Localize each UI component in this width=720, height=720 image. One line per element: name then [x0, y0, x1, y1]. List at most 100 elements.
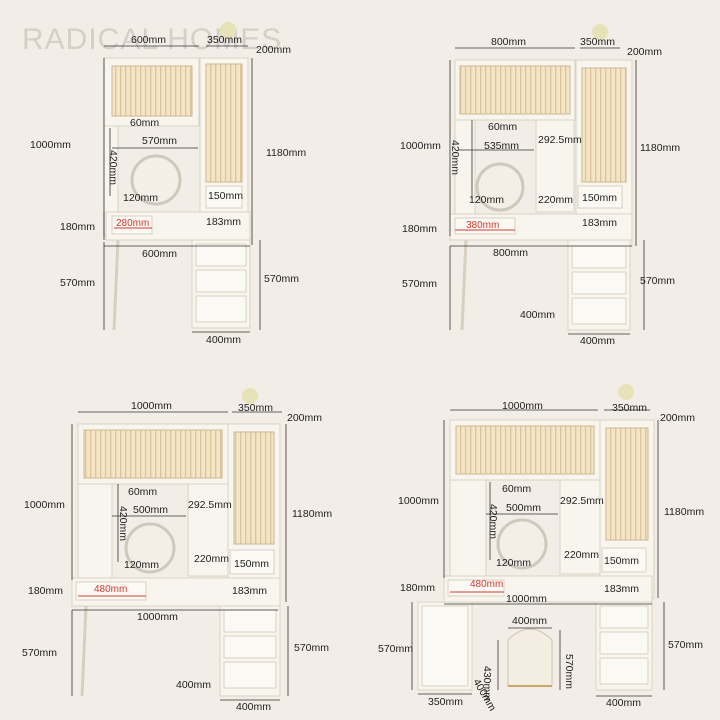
left-cabinet-height-label: 570mm: [378, 643, 413, 655]
depth-label: 200mm: [256, 44, 291, 56]
top-width-label: 800mm: [491, 36, 526, 48]
inner-width-label: 500mm: [133, 504, 168, 516]
drawer-3: [195, 295, 247, 323]
desk-width-label: 600mm: [142, 248, 177, 260]
leg-height-label: 570mm: [402, 278, 437, 290]
cabinet-width-label: 400mm: [580, 335, 615, 347]
desk-height-label: 180mm: [400, 582, 435, 594]
desk-drawer: [111, 215, 153, 235]
mirror-height-label: 420mm: [107, 150, 119, 185]
cabinet-height-label: 570mm: [668, 639, 703, 651]
tower-drawer-label: 150mm: [604, 555, 639, 567]
tower-drawer-label: 150mm: [582, 192, 617, 204]
drawer-width-label: 380mm: [466, 220, 499, 231]
side-shelf-label: 292.5mm: [560, 495, 604, 507]
cabinet-width-label: 400mm: [606, 697, 641, 709]
side-height-label: 183mm: [604, 583, 639, 595]
tower-glass: [233, 431, 275, 545]
side-height-label: 183mm: [232, 585, 267, 597]
tower-height-label: 1180mm: [266, 147, 306, 159]
cabinet-depth-label: 400mm: [176, 679, 211, 691]
inner-width-label: 535mm: [484, 140, 519, 152]
tower-glass: [605, 427, 649, 541]
side-shelf-label: 292.5mm: [538, 134, 582, 146]
led-mirror: [475, 162, 525, 212]
stool-height-label: 570mm: [563, 654, 575, 689]
glass-door: [111, 65, 193, 117]
shelf-gap-label: 60mm: [502, 483, 531, 495]
variant-b: 800mm 350mm 200mm 1000mm 1180mm 60mm 535…: [400, 24, 680, 347]
desk-leg: [460, 239, 468, 331]
mirror-base-label: 120mm: [469, 194, 504, 206]
drawer-width-label: 480mm: [94, 584, 127, 595]
desk-leg: [80, 605, 88, 697]
drawer-2: [223, 635, 277, 659]
cabinet-width-label: 400mm: [206, 334, 241, 346]
total-height-label: 1000mm: [400, 140, 441, 152]
depth-label: 200mm: [627, 46, 662, 58]
stool-seat-label: 430mm: [481, 666, 493, 701]
tower-height-label: 1180mm: [664, 506, 704, 518]
side-height-label: 183mm: [582, 217, 617, 229]
stool-depth-label: 400mm: [470, 677, 498, 714]
top-width-label: 1000mm: [131, 400, 172, 412]
top-width-label: 600mm: [131, 34, 166, 46]
tower-glass: [581, 67, 627, 183]
tower-glass: [205, 63, 243, 183]
plant-icon: [220, 22, 236, 38]
tower-drawer: [205, 185, 243, 209]
side-shelf-height-label: 220mm: [538, 194, 573, 206]
left-shelves: [77, 483, 113, 581]
mirror-height-label: 420mm: [487, 504, 499, 539]
plant-icon: [592, 24, 608, 40]
depth-label: 200mm: [660, 412, 695, 424]
total-height-label: 1000mm: [24, 499, 65, 511]
mirror-height-label: 420mm: [117, 506, 129, 541]
cabinet-width-label: 400mm: [236, 701, 271, 713]
drawer-1: [195, 243, 247, 267]
watermark: RADICAL HOMES: [22, 23, 282, 56]
side-shelves: [535, 119, 575, 213]
inner-width-label: 570mm: [142, 135, 177, 147]
tower-width-label: 350mm: [238, 402, 273, 414]
cabinet-height-label: 570mm: [640, 275, 675, 287]
desk-leg: [112, 239, 120, 331]
total-height-label: 1000mm: [30, 139, 71, 151]
tower-drawer: [601, 547, 647, 573]
leg-height-label: 570mm: [60, 277, 95, 289]
tower-drawer-label: 150mm: [208, 190, 243, 202]
side-shelf-label: 292.5mm: [188, 499, 232, 511]
left-shelves: [449, 479, 487, 579]
desk-height-label: 180mm: [28, 585, 63, 597]
tower-height-label: 1180mm: [292, 508, 332, 520]
leg-height-label: 570mm: [22, 647, 57, 659]
led-mirror: [130, 154, 182, 206]
drawer-3: [571, 297, 627, 325]
tower-height-label: 1180mm: [640, 142, 680, 154]
tower-drawer: [577, 185, 623, 209]
depth-label: 200mm: [287, 412, 322, 424]
variant-d: 1000mm 350mm 200mm 1000mm 1180mm 60mm 50…: [378, 384, 704, 713]
plant-icon: [618, 384, 634, 400]
drawer-3: [223, 661, 277, 689]
mirror-base-label: 120mm: [124, 559, 159, 571]
desk-width-label: 1000mm: [137, 611, 178, 623]
tower-drawer: [229, 549, 275, 575]
variant-a: 600mm 350mm 200mm 1000mm 1180mm 60mm 570…: [30, 22, 306, 346]
mirror-base-label: 120mm: [123, 192, 158, 204]
side-shelf-height-label: 220mm: [194, 553, 229, 565]
drawer-1: [223, 609, 277, 633]
side-shelves: [187, 483, 229, 577]
glass-doors: [455, 425, 595, 475]
led-mirror: [496, 518, 548, 570]
led-mirror: [124, 522, 176, 574]
shelf-gap-label: 60mm: [128, 486, 157, 498]
drawer-width-label: 480mm: [470, 579, 503, 590]
drawer-2: [599, 631, 649, 655]
plant-icon: [242, 388, 258, 404]
stool-width-label: 400mm: [512, 615, 547, 627]
side-height-label: 183mm: [206, 216, 241, 228]
drawer-2: [195, 269, 247, 293]
variant-c: 1000mm 350mm 200mm 1000mm 1180mm 60mm 50…: [22, 388, 332, 713]
